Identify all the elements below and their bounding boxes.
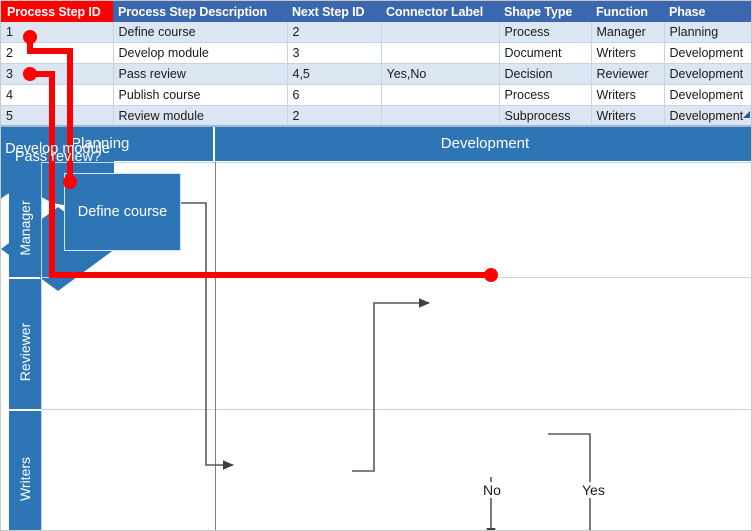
- column-header-connector-label[interactable]: Connector Label: [381, 1, 499, 22]
- cell-shape-type[interactable]: Process: [499, 84, 592, 106]
- cell-description[interactable]: Review module: [113, 105, 288, 127]
- cell-function[interactable]: Writers: [591, 42, 665, 64]
- lane-label-manager-text: Manager: [17, 200, 33, 256]
- table-row[interactable]: 5 Review module 2 Subprocess Writers Dev…: [1, 105, 751, 127]
- cell-function[interactable]: Writers: [591, 84, 665, 106]
- cell-phase[interactable]: Planning: [664, 22, 751, 43]
- cell-next-step-id[interactable]: 3: [287, 42, 382, 64]
- cell-connector-label[interactable]: [381, 42, 500, 64]
- table-row[interactable]: 3 Pass review 4,5 Yes,No Decision Review…: [1, 63, 751, 85]
- cell-phase[interactable]: Development: [664, 42, 751, 64]
- lane-label-column-edge: [41, 162, 42, 530]
- table-row[interactable]: 1 Define course 2 Process Manager Planni…: [1, 22, 751, 43]
- cell-function[interactable]: Reviewer: [591, 63, 665, 85]
- cell-next-step-id[interactable]: 2: [287, 22, 382, 43]
- cell-phase[interactable]: Development: [664, 105, 751, 127]
- cross-functional-flowchart[interactable]: Planning Development Manager Reviewer Wr…: [1, 127, 751, 530]
- connector-label-no: No: [480, 482, 504, 498]
- cell-step-id[interactable]: 5: [1, 105, 114, 127]
- column-header-process-step-id[interactable]: Process Step ID: [1, 1, 113, 22]
- cell-next-step-id[interactable]: 6: [287, 84, 382, 106]
- cell-shape-type[interactable]: Process: [499, 22, 592, 43]
- lane-label-writers-text: Writers: [17, 456, 33, 502]
- cell-connector-label[interactable]: [381, 84, 500, 106]
- cell-description[interactable]: Define course: [113, 22, 288, 43]
- table-row[interactable]: 2 Develop module 3 Document Writers Deve…: [1, 42, 751, 64]
- flowchart-shape-define-course[interactable]: Define course: [64, 173, 181, 251]
- column-header-function[interactable]: Function: [591, 1, 664, 22]
- cell-connector-label[interactable]: [381, 22, 500, 43]
- process-steps-table[interactable]: Process Step ID Process Step Description…: [1, 1, 751, 127]
- cell-connector-label[interactable]: [381, 105, 500, 127]
- cell-description[interactable]: Publish course: [113, 84, 288, 106]
- table-row[interactable]: 4 Publish course 6 Process Writers Devel…: [1, 84, 751, 106]
- lane-label-reviewer-text: Reviewer: [17, 322, 33, 382]
- shape-label-pass-review: Pass review?: [14, 149, 102, 165]
- shape-label-define-course: Define course: [77, 203, 168, 220]
- column-header-phase[interactable]: Phase: [664, 1, 751, 22]
- connector-label-yes: Yes: [579, 482, 608, 498]
- cell-step-id[interactable]: 2: [1, 42, 114, 64]
- cell-phase[interactable]: Development: [664, 84, 751, 106]
- cell-step-id[interactable]: 4: [1, 84, 114, 106]
- column-header-process-step-description[interactable]: Process Step Description: [113, 1, 287, 22]
- cell-function[interactable]: Writers: [591, 105, 665, 127]
- cell-step-id[interactable]: 1: [1, 22, 114, 43]
- cell-shape-type[interactable]: Decision: [499, 63, 592, 85]
- cell-connector-label[interactable]: Yes,No: [381, 63, 500, 85]
- column-header-next-step-id[interactable]: Next Step ID: [287, 1, 381, 22]
- cell-phase[interactable]: Development: [664, 63, 751, 85]
- lane-divider: [41, 162, 751, 163]
- cell-function[interactable]: Manager: [591, 22, 665, 43]
- table-resize-handle[interactable]: [743, 111, 750, 118]
- lane-label-writers[interactable]: Writers: [9, 411, 41, 530]
- connector-define-to-develop: [181, 202, 234, 470]
- cell-shape-type[interactable]: Document: [499, 42, 592, 64]
- cell-next-step-id[interactable]: 4,5: [287, 63, 382, 85]
- lane-label-manager[interactable]: Manager: [9, 163, 41, 277]
- lane-label-reviewer[interactable]: Reviewer: [9, 279, 41, 409]
- cell-description[interactable]: Develop module: [113, 42, 288, 64]
- connector-develop-to-decision: [352, 298, 430, 472]
- column-header-shape-type[interactable]: Shape Type: [499, 1, 591, 22]
- lane-divider: [41, 409, 751, 410]
- cell-next-step-id[interactable]: 2: [287, 105, 382, 127]
- table-header-row: Process Step ID Process Step Description…: [1, 1, 751, 22]
- lane-divider: [41, 277, 751, 278]
- cell-shape-type[interactable]: Subprocess: [499, 105, 592, 127]
- cell-step-id[interactable]: 3: [1, 63, 114, 85]
- phase-divider-line: [215, 162, 216, 530]
- phase-header-development[interactable]: Development: [217, 127, 751, 161]
- cell-description[interactable]: Pass review: [113, 63, 288, 85]
